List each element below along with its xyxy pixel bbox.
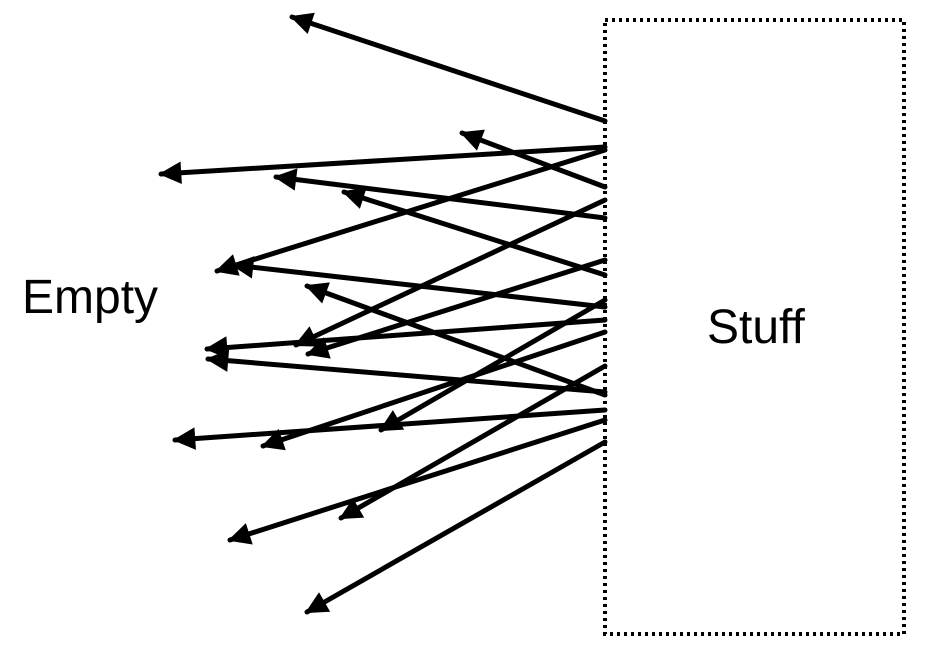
emission-arrow-6 — [341, 187, 608, 278]
emission-arrow-11 — [304, 282, 608, 398]
emission-arrow-14 — [260, 329, 608, 451]
emission-arrow-5 — [214, 147, 608, 276]
emission-arrow-15 — [172, 407, 608, 450]
emission-arrow-17 — [227, 417, 608, 545]
emission-arrow-1 — [289, 12, 608, 124]
emission-arrow-12 — [205, 349, 608, 395]
emission-arrow-8 — [293, 197, 608, 348]
emission-arrow-3 — [459, 129, 608, 190]
emission-arrow-18 — [304, 439, 608, 615]
stuff-region-box — [603, 18, 906, 636]
emission-arrow-13 — [378, 297, 608, 433]
emission-arrow-16 — [338, 363, 608, 521]
stuff-label: Stuff — [707, 301, 805, 354]
arrow-group — [158, 12, 608, 615]
emission-arrow-9 — [204, 317, 608, 359]
empty-label: Empty — [22, 271, 159, 324]
emission-arrow-2 — [158, 144, 608, 185]
emission-arrow-10 — [305, 257, 608, 359]
emission-arrow-4 — [273, 168, 608, 221]
